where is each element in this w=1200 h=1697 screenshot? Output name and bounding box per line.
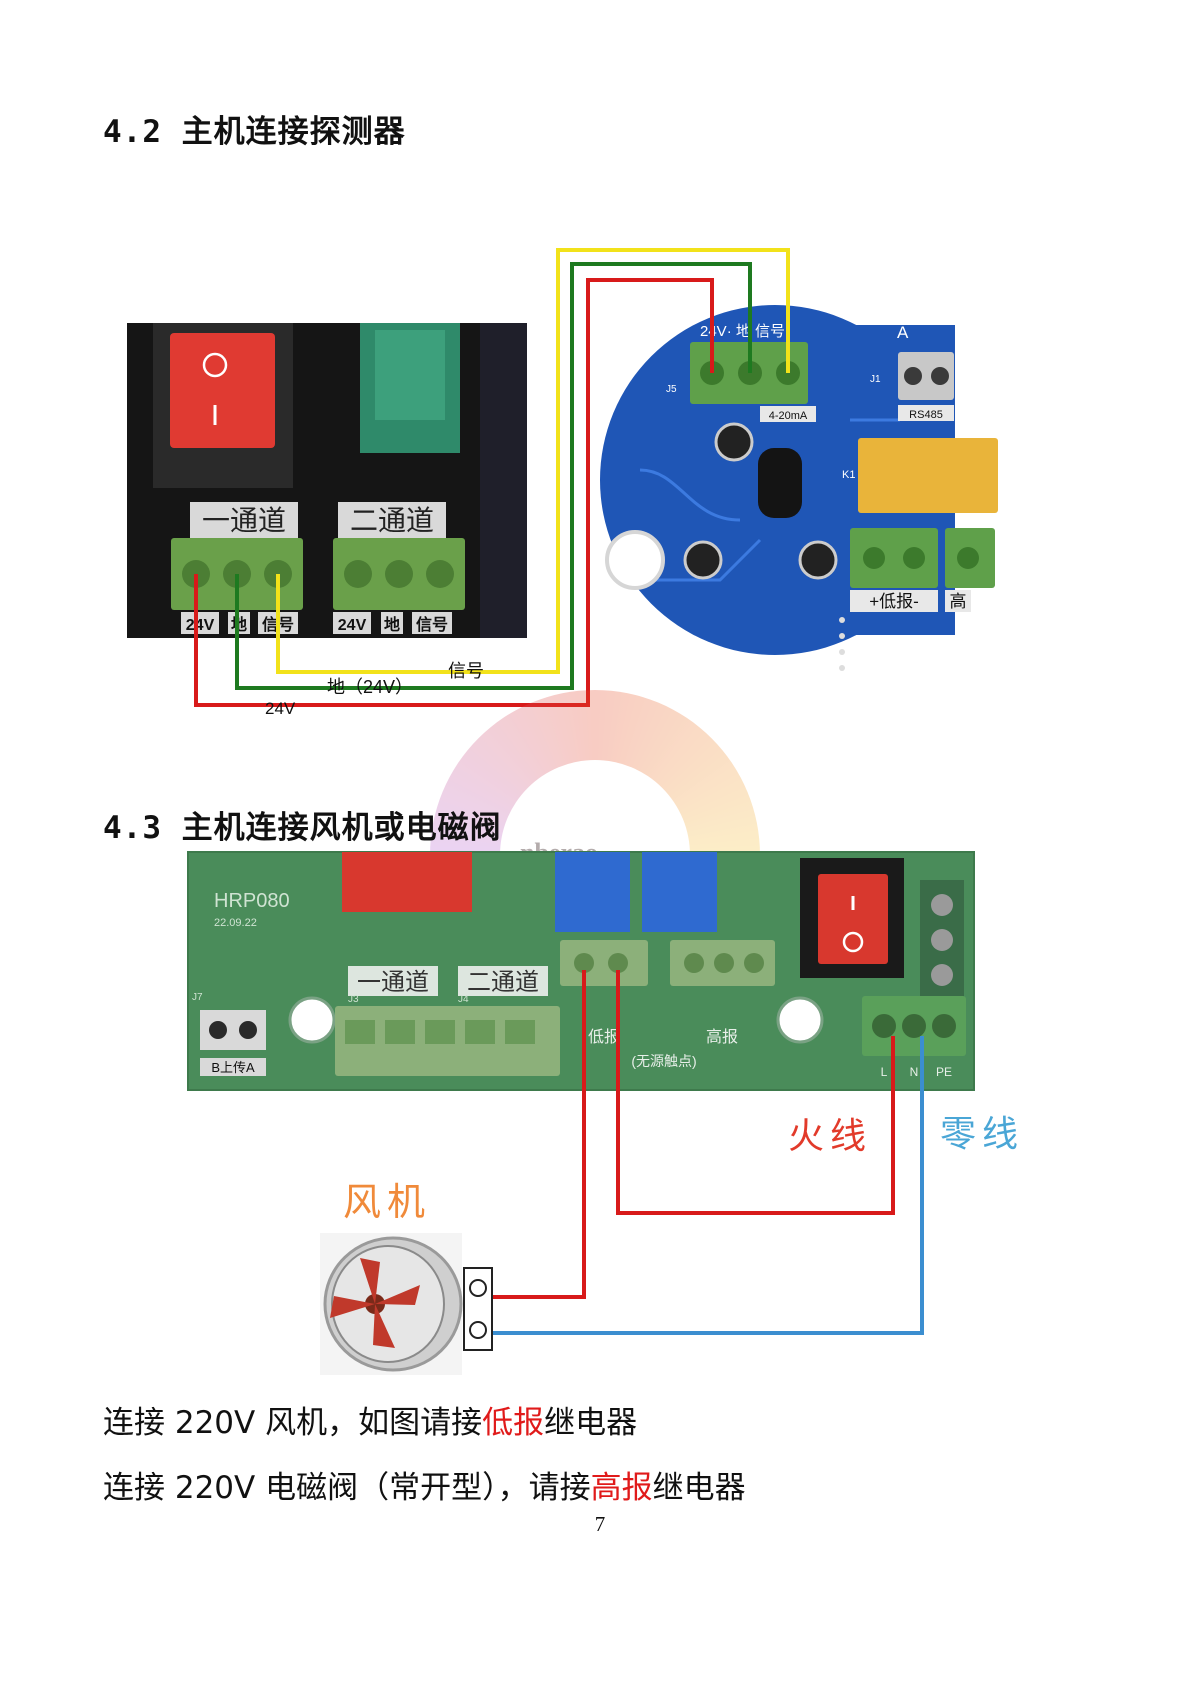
high-alarm-highlight: 高报: [590, 1470, 653, 1506]
power-wire-red: [194, 278, 714, 707]
section-title: 主机连接探测器: [181, 114, 406, 150]
rs485-connector: [898, 352, 954, 400]
relay-high-icon: [642, 852, 717, 932]
n-label: N: [910, 1065, 919, 1079]
capacitor-icon: [798, 540, 838, 580]
ch2-terminal-ground: 地: [384, 615, 400, 634]
capacitor-icon: [714, 422, 754, 462]
power-switch-icon-right: [818, 874, 888, 964]
board-date-label: 22.09.22: [214, 917, 257, 929]
j3-label: J3: [348, 994, 359, 1005]
relay-to-live-red-wire: [616, 970, 895, 1215]
fan-instruction-line: 连接 220V 风机，如图请接低报继电器: [103, 1397, 637, 1442]
low-alarm-label: +低报-: [869, 592, 919, 611]
neutral-blue-wire: [492, 1036, 924, 1335]
power-switch-icon: [170, 333, 275, 448]
power-switch-icon: [342, 852, 472, 912]
ground-wire-green: [235, 262, 752, 690]
l-label: L: [881, 1065, 888, 1079]
host-board-photo: 一通道 二通道 24V 地 信号 24V 地 信号: [127, 323, 527, 638]
fan-connector: [463, 1267, 493, 1351]
low-alarm-terminal: [850, 528, 938, 588]
ch1-terminal-24v: 24V: [186, 617, 215, 634]
power-wire-label: 24V: [265, 699, 296, 718]
signal-wire-label: 信号: [448, 661, 484, 681]
live-wire-label: 火线: [788, 1115, 872, 1156]
ch2-terminal-24v: 24V: [338, 617, 367, 634]
valve-instruction-line: 连接 220V 电磁阀（常开型），请接高报继电器: [103, 1462, 746, 1507]
detector-wiring-figure: 一通道 二通道 24V 地 信号 24V 地 信号: [127, 248, 998, 718]
relay-k1-icon: [858, 438, 998, 513]
host-board-green-photo: HRP080 22.09.22 J7 B上传A 一通道 二通道 J3 J4: [187, 851, 975, 1091]
high-alarm-label: 高报: [706, 1028, 738, 1046]
upload-label: B上传A: [211, 1060, 255, 1075]
valve-instruction-post: 继电器: [652, 1470, 746, 1506]
pe-label: PE: [936, 1065, 952, 1079]
board-model-label: HRP080: [214, 890, 290, 912]
detector-4-20ma-label: 4-20mA: [769, 410, 808, 422]
page-number: 7: [594, 1512, 606, 1536]
j7-label: J7: [192, 992, 203, 1003]
inductor-icon: [758, 448, 802, 518]
ch2-terminal-signal: 信号: [416, 615, 448, 634]
section-title: 主机连接风机或电磁阀: [181, 810, 502, 846]
fan-label: 风机: [343, 1182, 431, 1224]
low-alarm-highlight: 低报: [482, 1405, 545, 1441]
signal-wire-yellow: [276, 248, 790, 674]
fan-instruction-post: 继电器: [544, 1405, 638, 1441]
rs485-label: RS485: [909, 409, 943, 421]
dry-contact-label: (无源触点): [631, 1053, 696, 1069]
section-heading-4-2: 4.2 主机连接探测器: [103, 106, 406, 151]
j4-label: J4: [458, 994, 469, 1005]
low-alarm-terminal: [560, 940, 648, 986]
valve-instruction-pre: 连接 220V 电磁阀（常开型），请接: [103, 1470, 591, 1506]
low-alarm-label: 低报: [588, 1028, 620, 1046]
high-partial-label: 高: [950, 592, 967, 611]
section-heading-4-3: 4.3 主机连接风机或电磁阀: [103, 802, 502, 847]
detector-header-label: 24V· 地 信号: [700, 323, 785, 340]
ground-wire-label: 地（24V）: [327, 677, 413, 697]
section-number: 4.3: [103, 810, 162, 846]
channel1-label: 一通道: [357, 969, 429, 996]
fan-wires: [492, 970, 924, 1335]
relay-low-icon: [555, 852, 630, 932]
channel2-label: 二通道: [467, 969, 539, 996]
channel2-terminal-block: [333, 538, 465, 610]
channel1-label: 一通道: [202, 505, 286, 536]
channel2-label: 二通道: [350, 505, 434, 536]
j5-label: J5: [666, 384, 677, 395]
j1-label: J1: [870, 374, 881, 385]
neutral-wire-label: 零线: [940, 1113, 1024, 1154]
detector-wires: [194, 248, 790, 707]
capacitor-icon: [683, 540, 723, 580]
fan-icon: [320, 1233, 463, 1375]
relay-to-fan-red-wire: [492, 970, 586, 1299]
detector-a-label: A: [897, 323, 909, 342]
k1-label: K1: [842, 469, 855, 481]
section-number: 4.2: [103, 114, 162, 150]
fan-instruction-pre: 连接 220V 风机，如图请接: [103, 1405, 483, 1441]
